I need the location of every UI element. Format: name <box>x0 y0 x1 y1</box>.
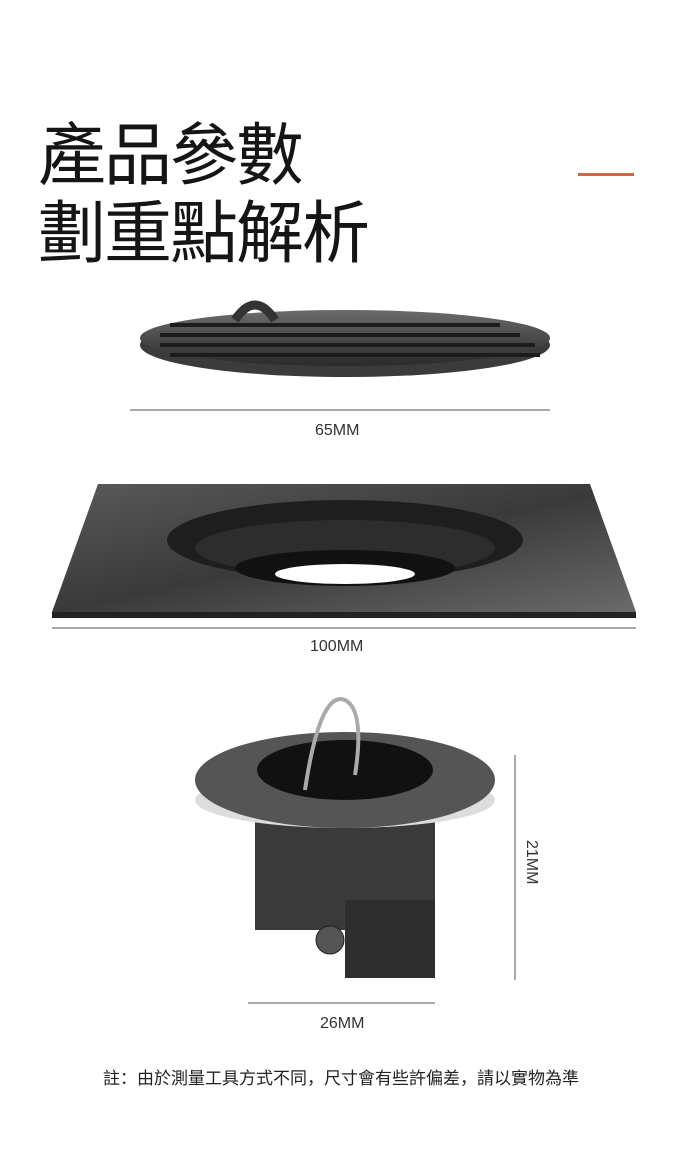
title-line-2: 劃重點解析 <box>38 195 370 274</box>
accent-dash <box>578 173 634 176</box>
title-line-1: 產品參數 <box>38 117 304 196</box>
core-height-label: 21MM <box>523 840 540 885</box>
grate-cover-image <box>140 300 550 377</box>
drain-core-image <box>195 697 495 978</box>
drain-plate-image <box>52 484 636 618</box>
measurement-note: 註：由於測量工具方式不同，尺寸會有些許偏差，請以實物為準 <box>103 1069 579 1089</box>
cover-width-label: 65MM <box>315 422 360 439</box>
core-width-label: 26MM <box>320 1015 365 1032</box>
plate-width-label: 100MM <box>310 638 364 655</box>
